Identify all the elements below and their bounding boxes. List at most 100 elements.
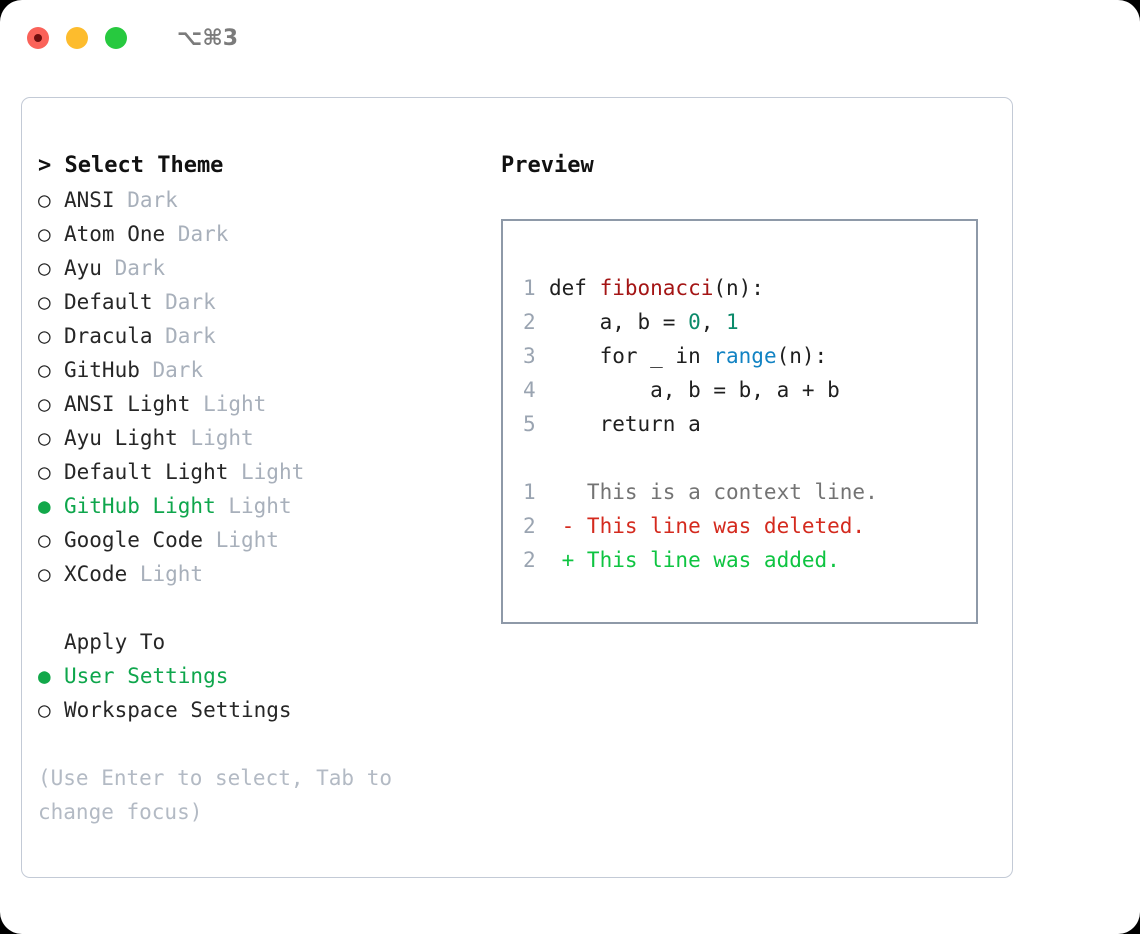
title-bar: ⌥⌘3	[0, 0, 1140, 76]
line-number: 3	[523, 344, 536, 368]
line-number: 4	[523, 378, 536, 402]
theme-item-variant: Dark	[177, 222, 229, 246]
theme-item[interactable]: ● GitHub Light Light	[38, 489, 478, 523]
code-token: (n):	[776, 344, 828, 368]
traffic-lights	[27, 27, 127, 49]
close-window-icon[interactable]	[27, 27, 49, 49]
apply-to-option-label: User Settings	[64, 664, 229, 688]
theme-item[interactable]: ○ ANSI Dark	[38, 183, 478, 217]
theme-item-name: GitHub Light	[64, 494, 229, 518]
theme-item-variant: Light	[241, 460, 305, 484]
apply-to-header-indent	[38, 625, 64, 659]
line-number: 2	[523, 514, 536, 538]
theme-item[interactable]: ○Dracula Dark	[38, 319, 478, 353]
hint-line-2: change focus)	[38, 800, 203, 824]
theme-item[interactable]: ○ Default Light Light	[38, 455, 478, 489]
theme-item[interactable]: ○Ayu Dark	[38, 251, 478, 285]
radio-unselected-icon[interactable]: ○	[38, 528, 51, 552]
theme-item-variant: Light	[190, 426, 254, 450]
theme-picker-column: > Select Theme ○ANSI Dark○Atom One Dark○…	[38, 149, 478, 829]
theme-item-name: XCode	[64, 562, 140, 586]
code-token: 0	[688, 310, 701, 334]
theme-item-variant: Light	[139, 562, 204, 586]
code-line: 5 return a	[523, 407, 976, 441]
diff-line-text: This is a context line.	[549, 480, 878, 504]
theme-list: ○ ANSI Dark ○ Atom One Dark ○ Ayu Dark ○ Defaul…	[38, 183, 478, 591]
code-token: a, b =	[549, 310, 689, 334]
close-dot-icon	[34, 34, 42, 42]
theme-item[interactable]: ○ Ayu Light Light	[38, 421, 478, 455]
theme-item-name: Default Light	[64, 460, 242, 484]
apply-to-option[interactable]: ○ Workspace Settings	[38, 693, 478, 727]
theme-item-name: Default	[64, 290, 166, 314]
theme-picker-header: > Select Theme	[38, 153, 224, 178]
theme-item-name: Ayu Light	[64, 426, 191, 450]
diff-sample: 1 This is a context line. 2 - This line w…	[523, 475, 976, 577]
theme-item-name: Google Code	[64, 528, 216, 552]
code-diff-spacer	[523, 441, 976, 475]
shortcut-hint: ⌥⌘3	[177, 25, 239, 51]
radio-unselected-icon[interactable]: ○	[38, 188, 51, 212]
code-token: for _ in	[549, 344, 714, 368]
line-number: 5	[523, 412, 536, 436]
theme-item-name: ANSI Light	[64, 392, 204, 416]
code-line: 3 for _ in range(n):	[523, 339, 976, 373]
theme-item-name: ANSI	[64, 188, 128, 212]
maximize-window-icon[interactable]	[105, 27, 127, 49]
theme-item[interactable]: ○Default Dark	[38, 285, 478, 319]
code-token: ,	[700, 310, 727, 334]
code-token: fibonacci	[599, 276, 714, 300]
theme-item[interactable]: ○ XCode Light	[38, 557, 478, 591]
diff-line: 2 + This line was added.	[523, 543, 976, 577]
radio-unselected-icon[interactable]: ○	[38, 426, 51, 450]
radio-unselected-icon[interactable]: ○	[38, 358, 51, 382]
theme-item-variant: Light	[203, 392, 267, 416]
theme-item-variant: Dark	[127, 188, 178, 212]
radio-unselected-icon[interactable]: ○	[38, 256, 51, 280]
radio-unselected-icon[interactable]: ○	[38, 324, 51, 348]
code-token: 1	[726, 310, 739, 334]
theme-item[interactable]: ○ GitHub Dark	[38, 353, 478, 387]
hint-spacer	[38, 727, 478, 761]
section-spacer	[38, 591, 478, 625]
theme-item-name: GitHub	[64, 358, 153, 382]
code-line: 4 a, b = b, a + b	[523, 373, 976, 407]
radio-unselected-icon[interactable]: ○	[38, 290, 51, 314]
theme-item[interactable]: ○ Google Code Light	[38, 523, 478, 557]
radio-unselected-icon[interactable]: ○	[38, 222, 51, 246]
theme-item-variant: Dark	[152, 358, 204, 382]
code-token: (n):	[713, 276, 764, 300]
theme-item-variant: Light	[228, 494, 292, 518]
apply-to-header-label: Apply To	[64, 630, 166, 654]
theme-item-variant: Light	[215, 528, 279, 552]
radio-unselected-icon[interactable]: ○	[38, 562, 51, 586]
theme-item-name: Atom One	[64, 222, 178, 246]
main-panel: > Select Theme ○ANSI Dark○Atom One Dark○…	[21, 97, 1013, 878]
apply-to-list: ● User Settings ○ Workspace Settings	[38, 659, 478, 727]
apply-to-header: Apply To	[38, 625, 478, 659]
apply-to-option-label: Workspace Settings	[64, 698, 292, 722]
line-number: 1	[523, 480, 536, 504]
code-token: a, b = b, a + b	[549, 378, 840, 402]
radio-unselected-icon[interactable]: ○	[38, 392, 51, 416]
diff-line: 2 - This line was deleted.	[523, 509, 976, 543]
theme-item[interactable]: ○ Atom One Dark	[38, 217, 478, 251]
code-line: 2 a, b = 0, 1	[523, 305, 976, 339]
radio-unselected-icon[interactable]: ○	[38, 460, 51, 484]
diff-line-text: + This line was added.	[549, 548, 840, 572]
radio-selected-icon[interactable]: ●	[38, 494, 51, 518]
line-number: 2	[523, 548, 536, 572]
preview-title: Preview	[501, 153, 594, 178]
theme-item-name: Ayu	[64, 256, 115, 280]
minimize-window-icon[interactable]	[66, 27, 88, 49]
radio-selected-icon[interactable]: ●	[38, 664, 51, 688]
code-token: range	[713, 344, 777, 368]
theme-item[interactable]: ○ ANSI Light Light	[38, 387, 478, 421]
apply-to-option[interactable]: ● User Settings	[38, 659, 478, 693]
line-number: 1	[523, 276, 536, 300]
radio-unselected-icon[interactable]: ○	[38, 698, 51, 722]
